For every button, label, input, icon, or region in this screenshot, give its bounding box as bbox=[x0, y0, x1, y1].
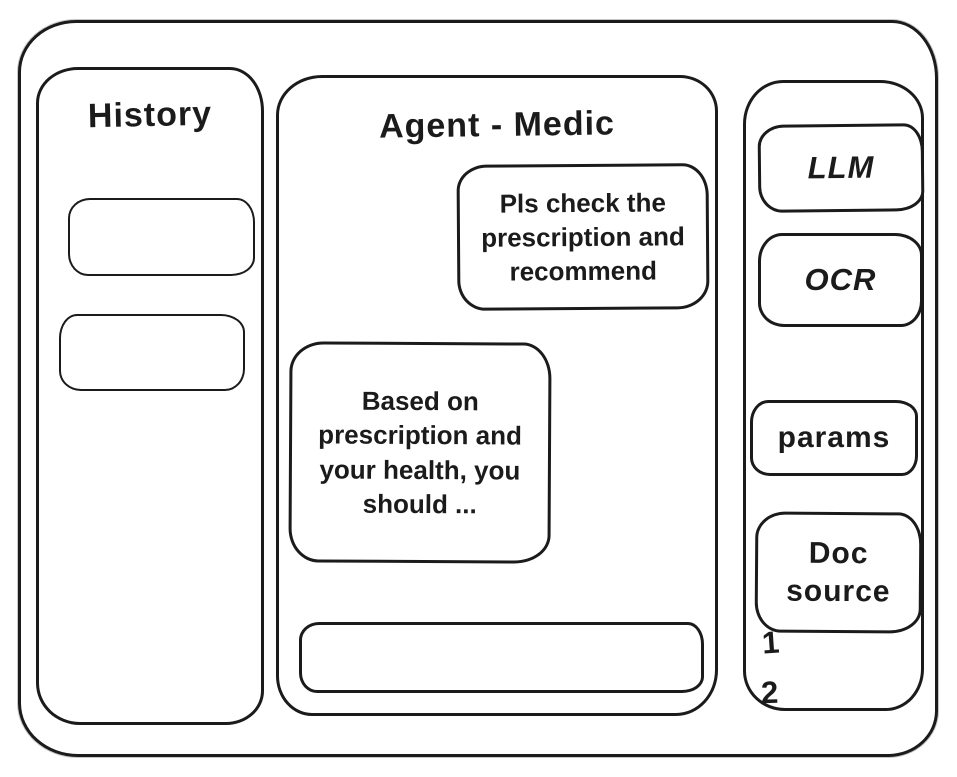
user-message-bubble: Pls check the prescription and recommend bbox=[456, 163, 710, 311]
ocr-button[interactable]: OCR bbox=[758, 233, 923, 327]
app-window: History Agent - Medic Pls check the pres… bbox=[18, 20, 938, 757]
doc-source-item-2: 2 bbox=[760, 674, 779, 711]
chat-title: Agent - Medic bbox=[378, 104, 616, 146]
history-panel: History bbox=[36, 67, 264, 725]
history-item[interactable] bbox=[68, 198, 255, 276]
assistant-message-bubble: Based on prescription and your health, y… bbox=[288, 341, 552, 564]
chat-panel: Agent - Medic Pls check the prescription… bbox=[276, 75, 718, 716]
history-item[interactable] bbox=[59, 314, 245, 391]
message-input[interactable] bbox=[299, 622, 704, 693]
doc-source-item-1: 1 bbox=[760, 624, 781, 661]
history-title: History bbox=[87, 94, 213, 136]
tools-panel: LLM OCR params Doc source 1 2 bbox=[743, 80, 925, 711]
llm-button[interactable]: LLM bbox=[757, 123, 925, 213]
params-button[interactable]: params bbox=[750, 400, 918, 476]
doc-source-button[interactable]: Doc source bbox=[754, 511, 923, 634]
